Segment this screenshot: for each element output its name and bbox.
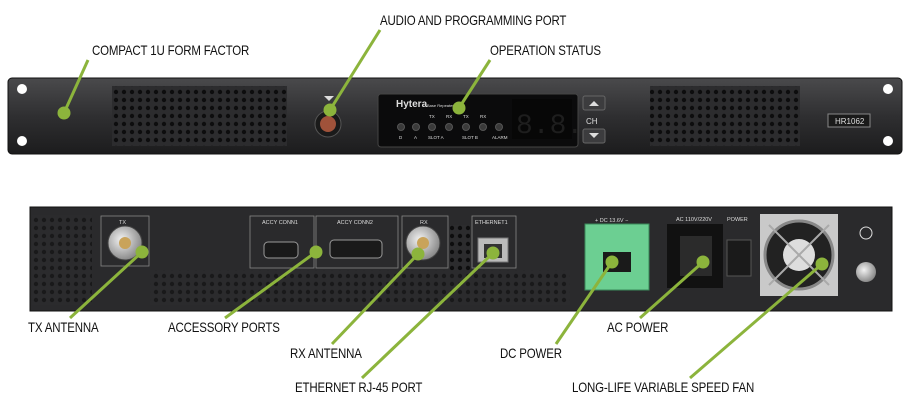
callout-fan: LONG-LIFE VARIABLE SPEED FAN bbox=[572, 379, 755, 395]
ethernet-label: ETHERNET1 bbox=[475, 220, 508, 226]
slot-b-label: SLOT B bbox=[462, 135, 478, 140]
callout-tx-antenna: TX ANTENNA bbox=[28, 319, 99, 335]
seven-seg-display: 8.8. bbox=[516, 111, 583, 142]
led-label: D bbox=[399, 135, 403, 140]
accy-conn2-label: ACCY CONN2 bbox=[337, 220, 373, 226]
accy-conn2-port[interactable] bbox=[329, 239, 383, 259]
callout-audio-port: AUDIO AND PROGRAMMING PORT bbox=[380, 12, 567, 28]
rack-hole bbox=[17, 84, 27, 94]
model-label: HR1062 bbox=[835, 117, 865, 126]
ground-screw bbox=[856, 262, 876, 282]
callout-accessory-ports: ACCESSORY PORTS bbox=[168, 319, 280, 335]
rx-label: RX bbox=[420, 220, 428, 226]
ground-icon bbox=[859, 226, 873, 240]
channel-display bbox=[512, 99, 572, 139]
led-label: TX bbox=[463, 114, 469, 119]
callout-ethernet: ETHERNET RJ-45 PORT bbox=[295, 379, 423, 395]
callout-form-factor: COMPACT 1U FORM FACTOR bbox=[92, 42, 250, 58]
slot-a-label: SLOT A bbox=[428, 135, 444, 140]
alarm-label: ALARM bbox=[492, 135, 508, 140]
callout-dc-power: DC POWER bbox=[500, 345, 562, 361]
ac-label: AC 110V/220V bbox=[676, 217, 712, 223]
led-label: RX bbox=[446, 114, 452, 119]
rack-hole bbox=[17, 136, 27, 146]
chevron-down-icon bbox=[589, 133, 599, 138]
power-label: POWER bbox=[727, 217, 748, 223]
model-badge bbox=[827, 113, 871, 128]
callout-operation-status: OPERATION STATUS bbox=[490, 42, 601, 58]
led-label: TX bbox=[429, 114, 435, 119]
callout-lines bbox=[57, 29, 829, 380]
status-leds bbox=[397, 123, 503, 131]
brand-subtitle: Base Repeater bbox=[427, 103, 454, 108]
tx-label: TX bbox=[119, 220, 126, 226]
chevron-up-icon bbox=[589, 101, 599, 106]
front-vent-right bbox=[650, 86, 800, 146]
brand-logo: Hytera bbox=[396, 99, 428, 110]
dc-label: + DC 13.6V − bbox=[595, 218, 628, 224]
callout-rx-antenna: RX ANTENNA bbox=[290, 345, 362, 361]
rack-hole bbox=[883, 136, 893, 146]
accy-conn1-port[interactable] bbox=[263, 241, 299, 259]
rack-hole bbox=[883, 84, 893, 94]
front-vent-left bbox=[112, 86, 287, 146]
led-label: RX bbox=[480, 114, 486, 119]
ch-label: CH bbox=[586, 117, 598, 126]
accy-conn1-label: ACCY CONN1 bbox=[262, 220, 298, 226]
led-label: A bbox=[414, 135, 417, 140]
callout-ac-power: AC POWER bbox=[607, 319, 669, 335]
rear-panel: TX ACCY CONN1 ACCY CONN2 RX ETHERNET1 + … bbox=[29, 206, 893, 312]
power-switch[interactable] bbox=[726, 239, 752, 277]
front-panel: Hytera Base Repeater TX RX TX RX D A SLO… bbox=[7, 77, 903, 155]
